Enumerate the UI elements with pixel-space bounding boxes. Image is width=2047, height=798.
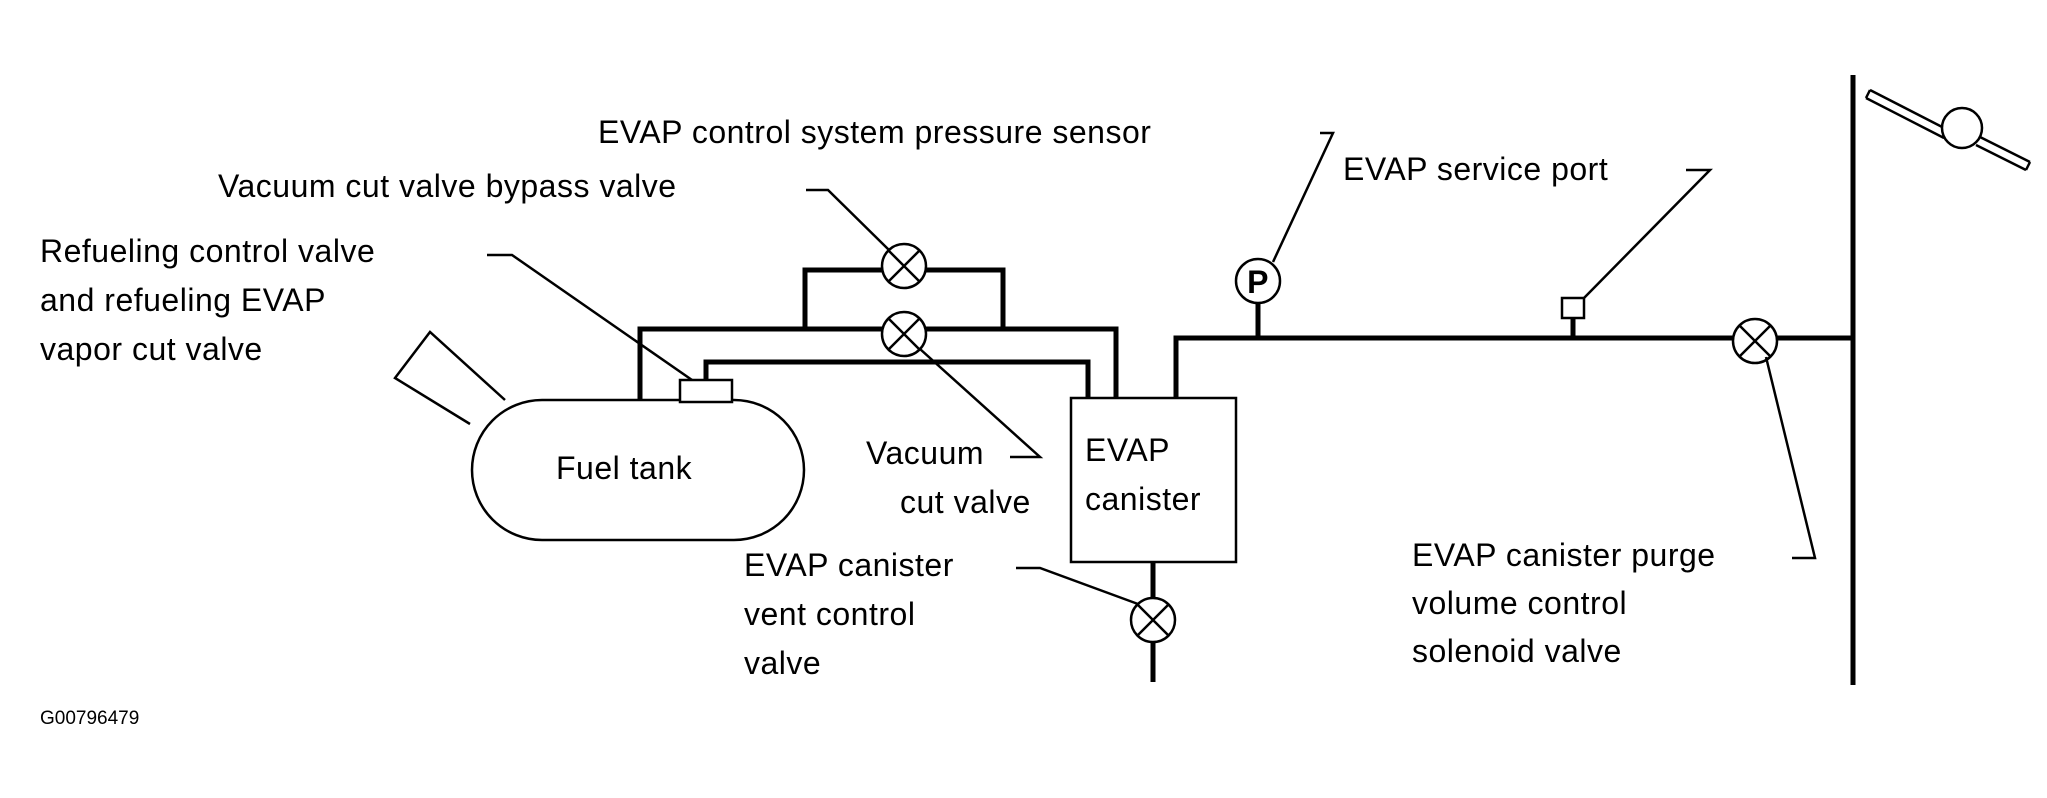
vacuum-cut-valve-label-line-1: Vacuum	[866, 435, 984, 471]
vent-valve-leader	[1016, 566, 1139, 606]
service-port-leader	[1583, 168, 1713, 299]
vacuum-cut-valve-label-line-2: cut valve	[900, 484, 1031, 520]
figure-code: G00796479	[40, 708, 139, 729]
leader-lines	[487, 131, 1817, 606]
purge-valve-label-line-1: EVAP canister purge	[1412, 537, 1716, 573]
vent-control-valve-icon	[1129, 596, 1177, 644]
bypass-valve-leader	[806, 188, 890, 251]
fuel-tank: Fuel tank	[393, 330, 806, 542]
refueling-control-valve	[678, 378, 734, 404]
vacuum-cut-valve-icon	[880, 310, 928, 358]
evap-canister-body	[1069, 396, 1238, 564]
vent-valve-label-line-1: EVAP canister	[744, 547, 954, 583]
service-port-label: EVAP service port	[1343, 151, 1608, 187]
purge-valve-label-line-3: solenoid valve	[1412, 633, 1622, 669]
filler-neck	[393, 330, 506, 426]
pressure-sensor-label: EVAP control system pressure sensor	[598, 114, 1151, 150]
bypass-valve-icon	[880, 242, 928, 290]
refueling-valve-label-line-3: vapor cut valve	[40, 331, 263, 367]
fuel-tank-label: Fuel tank	[556, 450, 693, 486]
refueling-vapor-pipe	[703, 359, 1091, 398]
tank-to-canister-pipe	[637, 326, 1119, 400]
vent-valve-label-line-3: valve	[744, 645, 821, 681]
purge-line-pipe	[1173, 335, 1853, 398]
purge-valve-leader	[1764, 356, 1817, 560]
bypass-valve-label: Vacuum cut valve bypass valve	[218, 168, 677, 204]
throttle-valve-icon	[1864, 88, 2032, 172]
canister-label-line-1: EVAP	[1085, 432, 1170, 468]
refueling-valve-leader	[487, 253, 693, 382]
pressure-sensor-icon: P	[1234, 257, 1282, 305]
canister-label-line-2: canister	[1085, 481, 1201, 517]
evap-canister: EVAP canister	[1069, 396, 1238, 564]
service-port-icon	[1560, 296, 1586, 320]
pressure-sensor-symbol: P	[1247, 264, 1269, 300]
refueling-valve-label-line-1: Refueling control valve	[40, 233, 375, 269]
vacuum-cut-valve-leader	[919, 348, 1044, 459]
purge-control-valve-icon	[1731, 317, 1779, 365]
vent-valve-label-line-2: vent control	[744, 596, 915, 632]
refueling-valve-label-line-2: and refueling EVAP	[40, 282, 326, 318]
piping	[637, 75, 1856, 685]
pressure-sensor-leader	[1271, 131, 1335, 263]
purge-valve-label-line-2: volume control	[1412, 585, 1627, 621]
